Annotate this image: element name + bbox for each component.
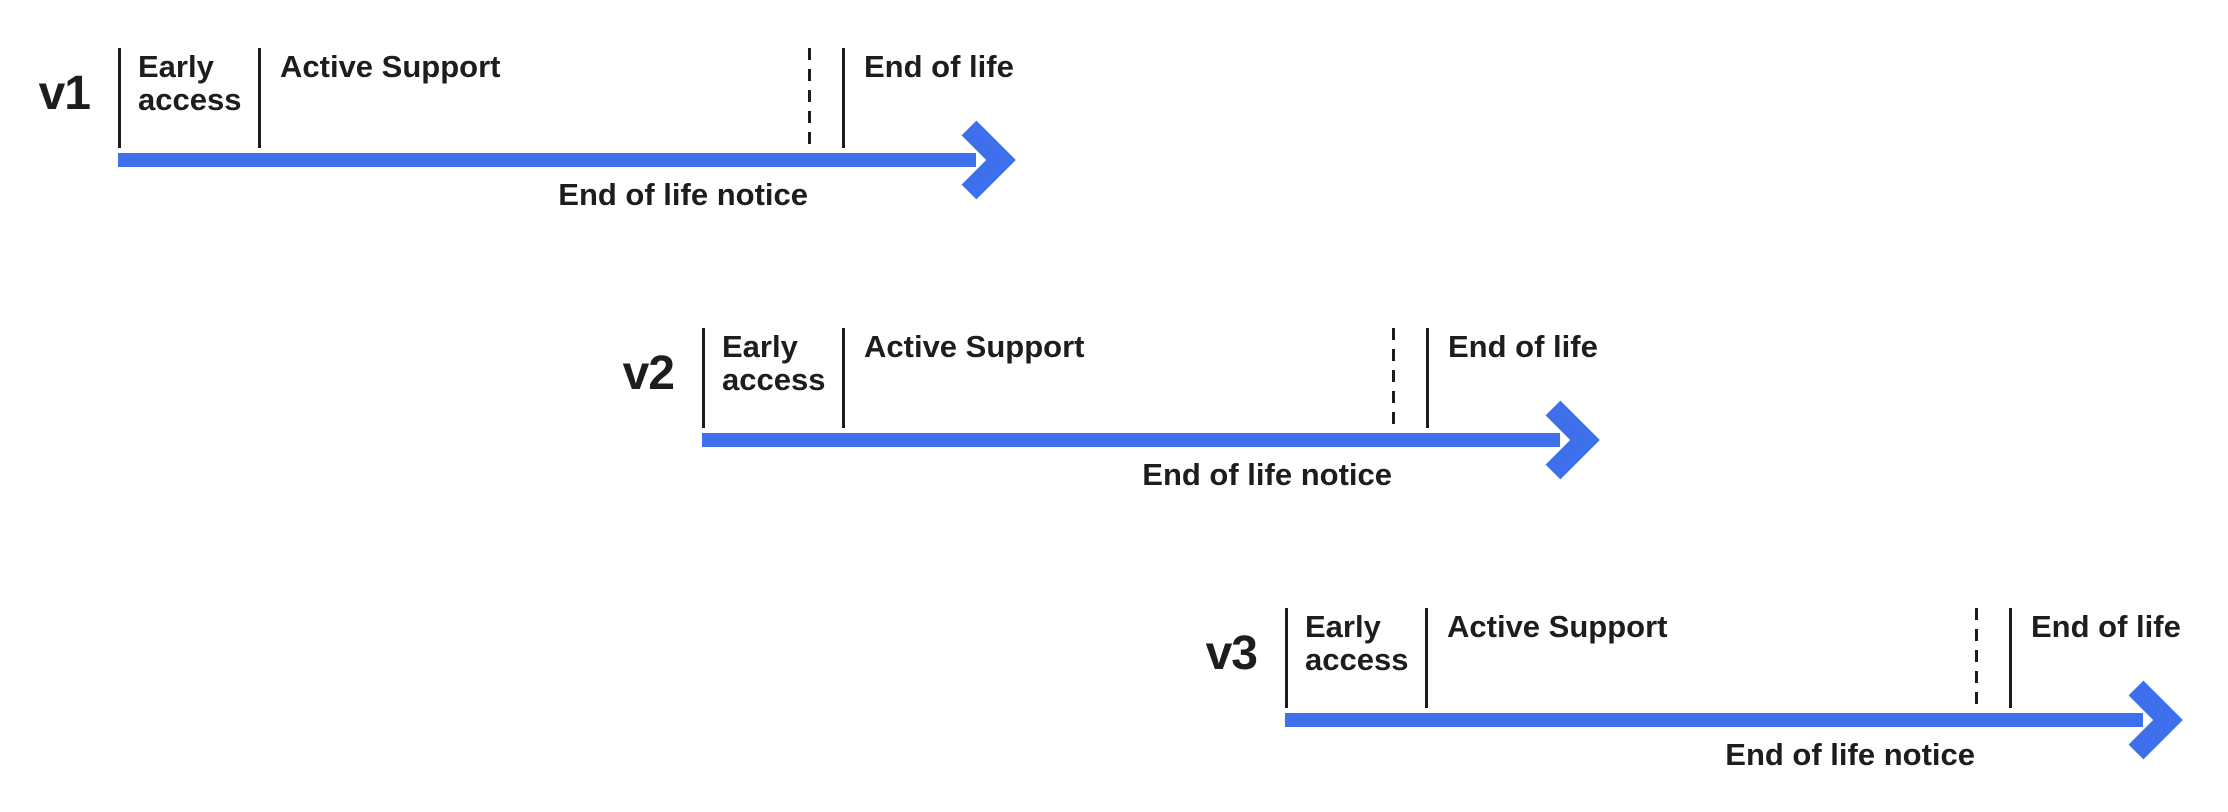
timeline-arrowhead-icon: [1545, 400, 1600, 480]
active-support-label: Active Support: [280, 49, 501, 84]
tick-eol-notice-dashed: [1975, 608, 1978, 708]
timeline-arrowhead-icon: [961, 120, 1016, 200]
active-support-label: Active Support: [864, 329, 1085, 364]
timeline-arrow-shaft: [702, 433, 1560, 447]
timeline-arrowhead-icon: [2128, 680, 2183, 760]
tick-early-access-end: [258, 48, 261, 148]
tick-release: [702, 328, 705, 428]
early-access-label: Early access: [138, 49, 242, 117]
tick-end-of-life: [842, 48, 845, 148]
tick-eol-notice-dashed: [1392, 328, 1395, 428]
end-of-life-notice-label: End of life notice: [558, 177, 808, 212]
timeline-v3: v3 Early access Active Support End of li…: [1206, 608, 2228, 812]
active-support-label: Active Support: [1447, 609, 1668, 644]
early-access-label: Early access: [1305, 609, 1409, 677]
early-access-label: Early access: [722, 329, 826, 397]
tick-release: [1285, 608, 1288, 708]
end-of-life-notice-label: End of life notice: [1142, 457, 1392, 492]
tick-early-access-end: [1425, 608, 1428, 708]
timeline-v2: v2 Early access Active Support End of li…: [623, 328, 1662, 568]
end-of-life-notice-label: End of life notice: [1725, 737, 1975, 772]
end-of-life-label: End of life: [864, 49, 1014, 84]
version-label: v2: [622, 347, 675, 400]
tick-end-of-life: [2009, 608, 2012, 708]
end-of-life-label: End of life: [2031, 609, 2181, 644]
timeline-arrow-shaft: [118, 153, 976, 167]
version-label: v3: [1205, 627, 1258, 680]
timeline-v1: v1 Early access Active Support End of li…: [39, 48, 1078, 288]
tick-eol-notice-dashed: [808, 48, 811, 148]
tick-early-access-end: [842, 328, 845, 428]
timeline-arrow-shaft: [1285, 713, 2143, 727]
tick-release: [118, 48, 121, 148]
version-label: v1: [38, 67, 91, 120]
end-of-life-label: End of life: [1448, 329, 1598, 364]
tick-end-of-life: [1426, 328, 1429, 428]
